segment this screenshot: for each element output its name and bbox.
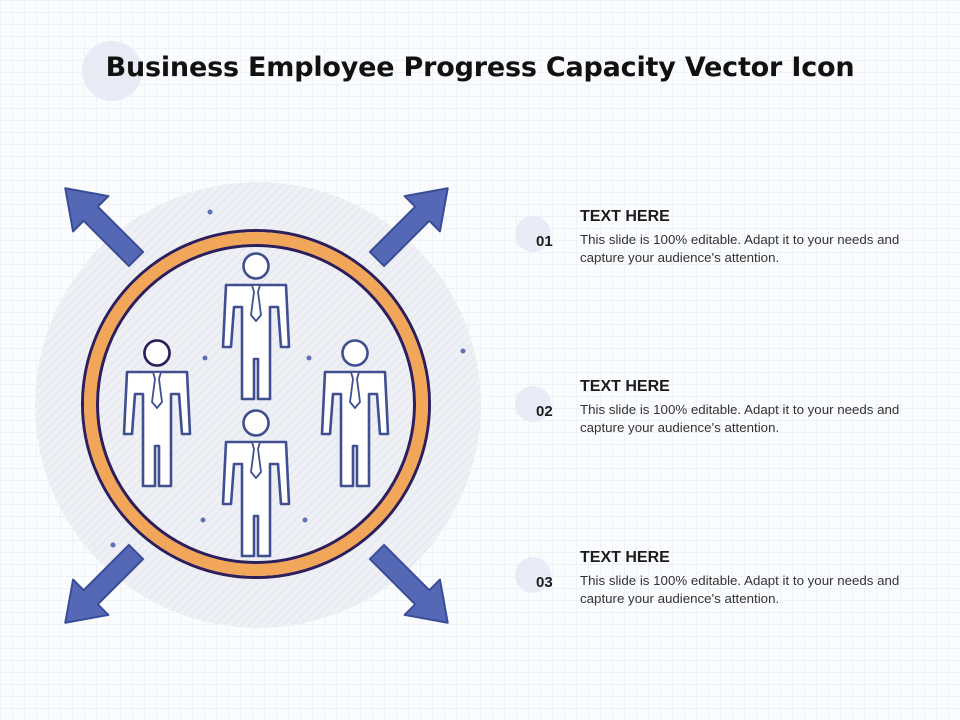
item-description: This slide is 100% editable. Adapt it to… (580, 573, 900, 606)
capacity-ring (81, 229, 431, 579)
text-item-3: 03 TEXT HERE This slide is 100% editable… (515, 549, 915, 637)
page-title: Business Employee Progress Capacity Vect… (105, 52, 855, 83)
title-decor-circle (82, 41, 142, 101)
item-heading: TEXT HERE (580, 549, 670, 566)
item-number: 02 (536, 403, 553, 420)
item-number: 01 (536, 233, 553, 250)
text-item-1: 01 TEXT HERE This slide is 100% editable… (515, 208, 915, 296)
item-number-circle (515, 557, 551, 593)
text-item-2: 02 TEXT HERE This slide is 100% editable… (515, 378, 915, 466)
item-number: 03 (536, 574, 553, 591)
item-heading: TEXT HERE (580, 208, 670, 225)
item-description: This slide is 100% editable. Adapt it to… (580, 402, 900, 435)
item-number-circle (515, 386, 551, 422)
item-number-circle (515, 216, 551, 252)
employee-highlight-head (143, 339, 171, 367)
item-description: This slide is 100% editable. Adapt it to… (580, 232, 900, 265)
decor-dots (110, 209, 466, 548)
item-heading: TEXT HERE (580, 378, 670, 395)
